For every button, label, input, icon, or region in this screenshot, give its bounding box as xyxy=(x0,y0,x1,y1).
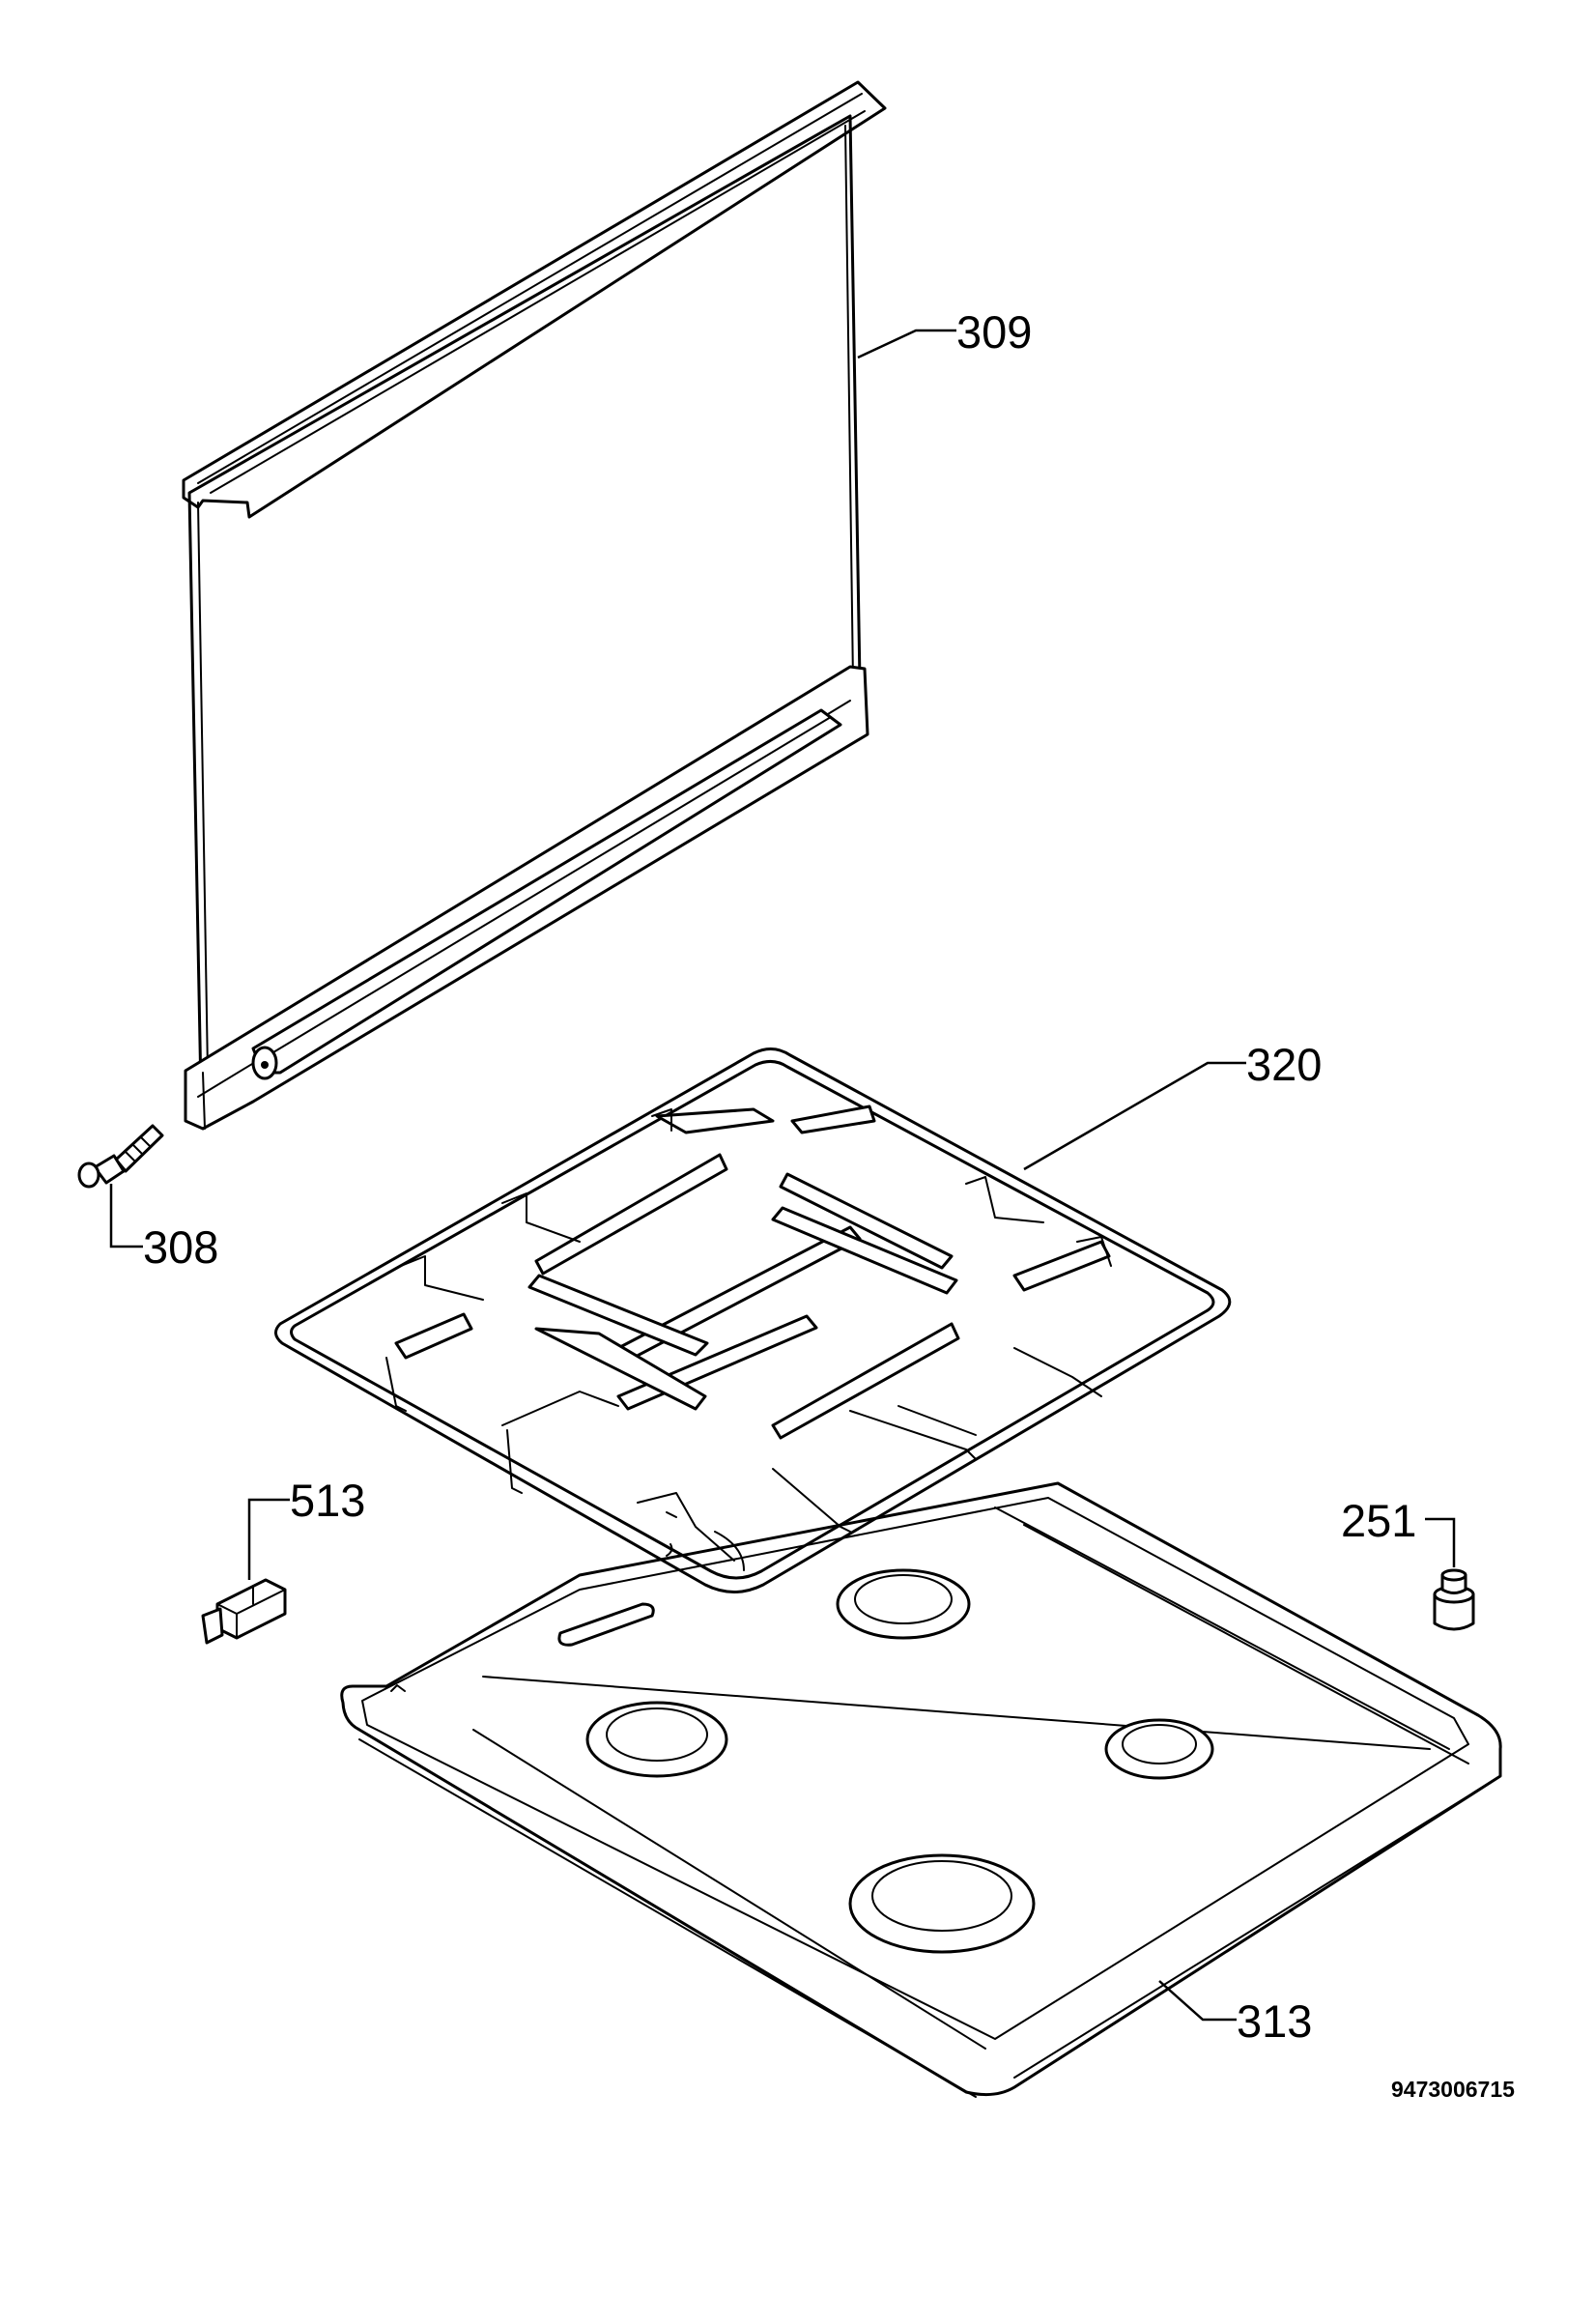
callout-320: 320 xyxy=(1023,1039,1322,1171)
part-label-309: 309 xyxy=(956,306,1032,358)
part-513-clip xyxy=(201,1578,287,1645)
drawing-number: 9473006715 xyxy=(1391,2077,1515,2102)
part-313-hob-top-panel xyxy=(340,1481,1502,2098)
callout-513: 513 xyxy=(247,1475,365,1580)
callout-313: 313 xyxy=(1158,1980,1312,2047)
part-308-hinge-pin xyxy=(77,1124,164,1189)
callout-251: 251 xyxy=(1341,1495,1456,1567)
part-309-glass-lid xyxy=(182,80,887,1131)
part-251-rubber-foot xyxy=(1433,1568,1475,1631)
part-320-pan-support-grid xyxy=(274,1047,1232,1593)
part-label-308: 308 xyxy=(143,1221,218,1273)
part-label-320: 320 xyxy=(1246,1039,1322,1090)
part-label-513: 513 xyxy=(290,1475,365,1526)
part-label-313: 313 xyxy=(1237,1995,1312,2047)
callout-308: 308 xyxy=(109,1184,218,1273)
part-label-251: 251 xyxy=(1341,1495,1416,1546)
callout-309: 309 xyxy=(857,306,1032,359)
